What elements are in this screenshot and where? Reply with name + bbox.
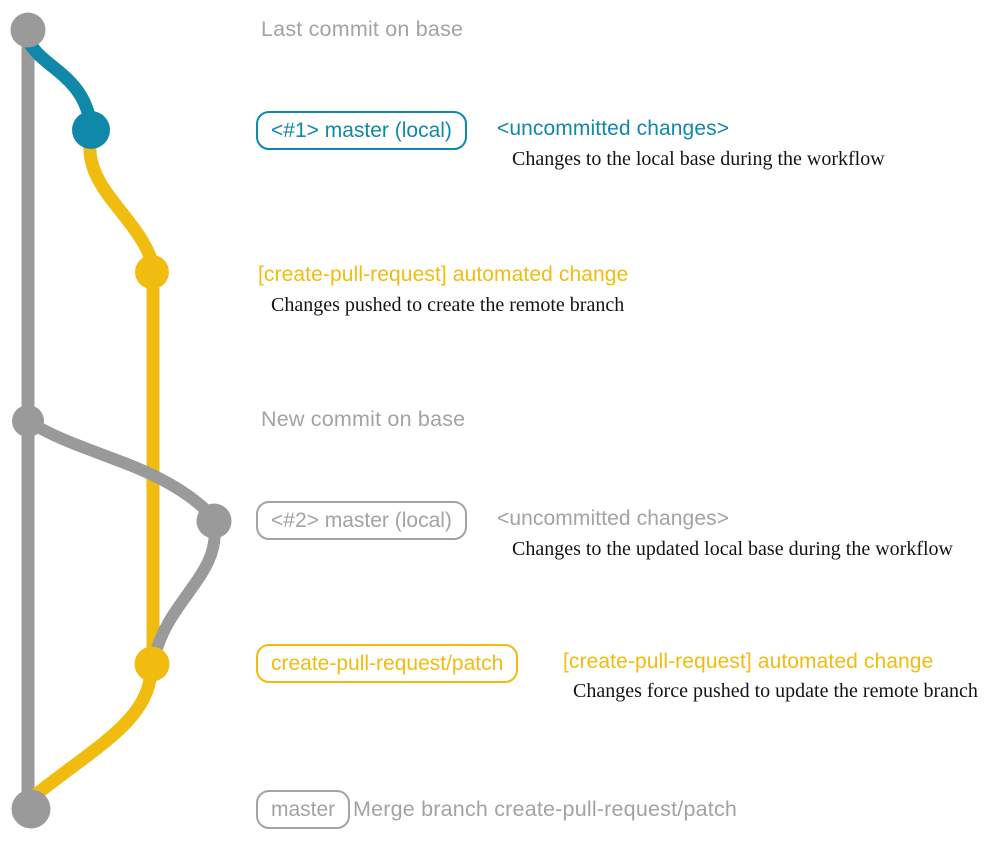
patch2-description: Changes force pushed to update the remot… [573, 680, 978, 702]
patch2-heading: [create-pull-request] automated change [563, 650, 934, 673]
branch-badge-patch: create-pull-request/patch [256, 644, 519, 683]
edge-local2-to-patch2 [150, 520, 221, 658]
commit-node-patch-1 [135, 255, 169, 289]
commit-node-merge [11, 789, 51, 829]
patch1-description: Changes pushed to create the remote bran… [271, 294, 625, 316]
edge-local1-to-patch1 [83, 139, 159, 269]
git-graph [10, 12, 232, 829]
edge-base-to-local2 [22, 415, 219, 523]
merge-title: Merge branch create-pull-request/patch [353, 797, 738, 821]
commit-node-patch-2 [134, 646, 170, 682]
branch-badge-local-master-2: <#2> master (local) [256, 501, 467, 540]
local1-heading: <uncommitted changes> [497, 117, 730, 140]
last-commit-title: Last commit on base [261, 17, 464, 41]
branch-badge-master: master [256, 790, 351, 829]
commit-node-local-1 [72, 111, 110, 149]
edge-patch2-to-merge [26, 665, 158, 804]
new-commit-title: New commit on base [261, 407, 466, 431]
commit-node-last-base [10, 12, 46, 48]
patch1-heading: [create-pull-request] automated change [258, 263, 629, 286]
local2-heading: <uncommitted changes> [497, 507, 730, 530]
branch-badge-local-master-1: <#1> master (local) [256, 111, 467, 150]
edge-base-to-local1 [20, 31, 97, 127]
local2-description: Changes to the updated local base during… [512, 538, 953, 560]
commit-node-new-base [12, 405, 44, 437]
local1-description: Changes to the local base during the wor… [512, 148, 885, 170]
commit-node-local-2 [196, 503, 232, 539]
